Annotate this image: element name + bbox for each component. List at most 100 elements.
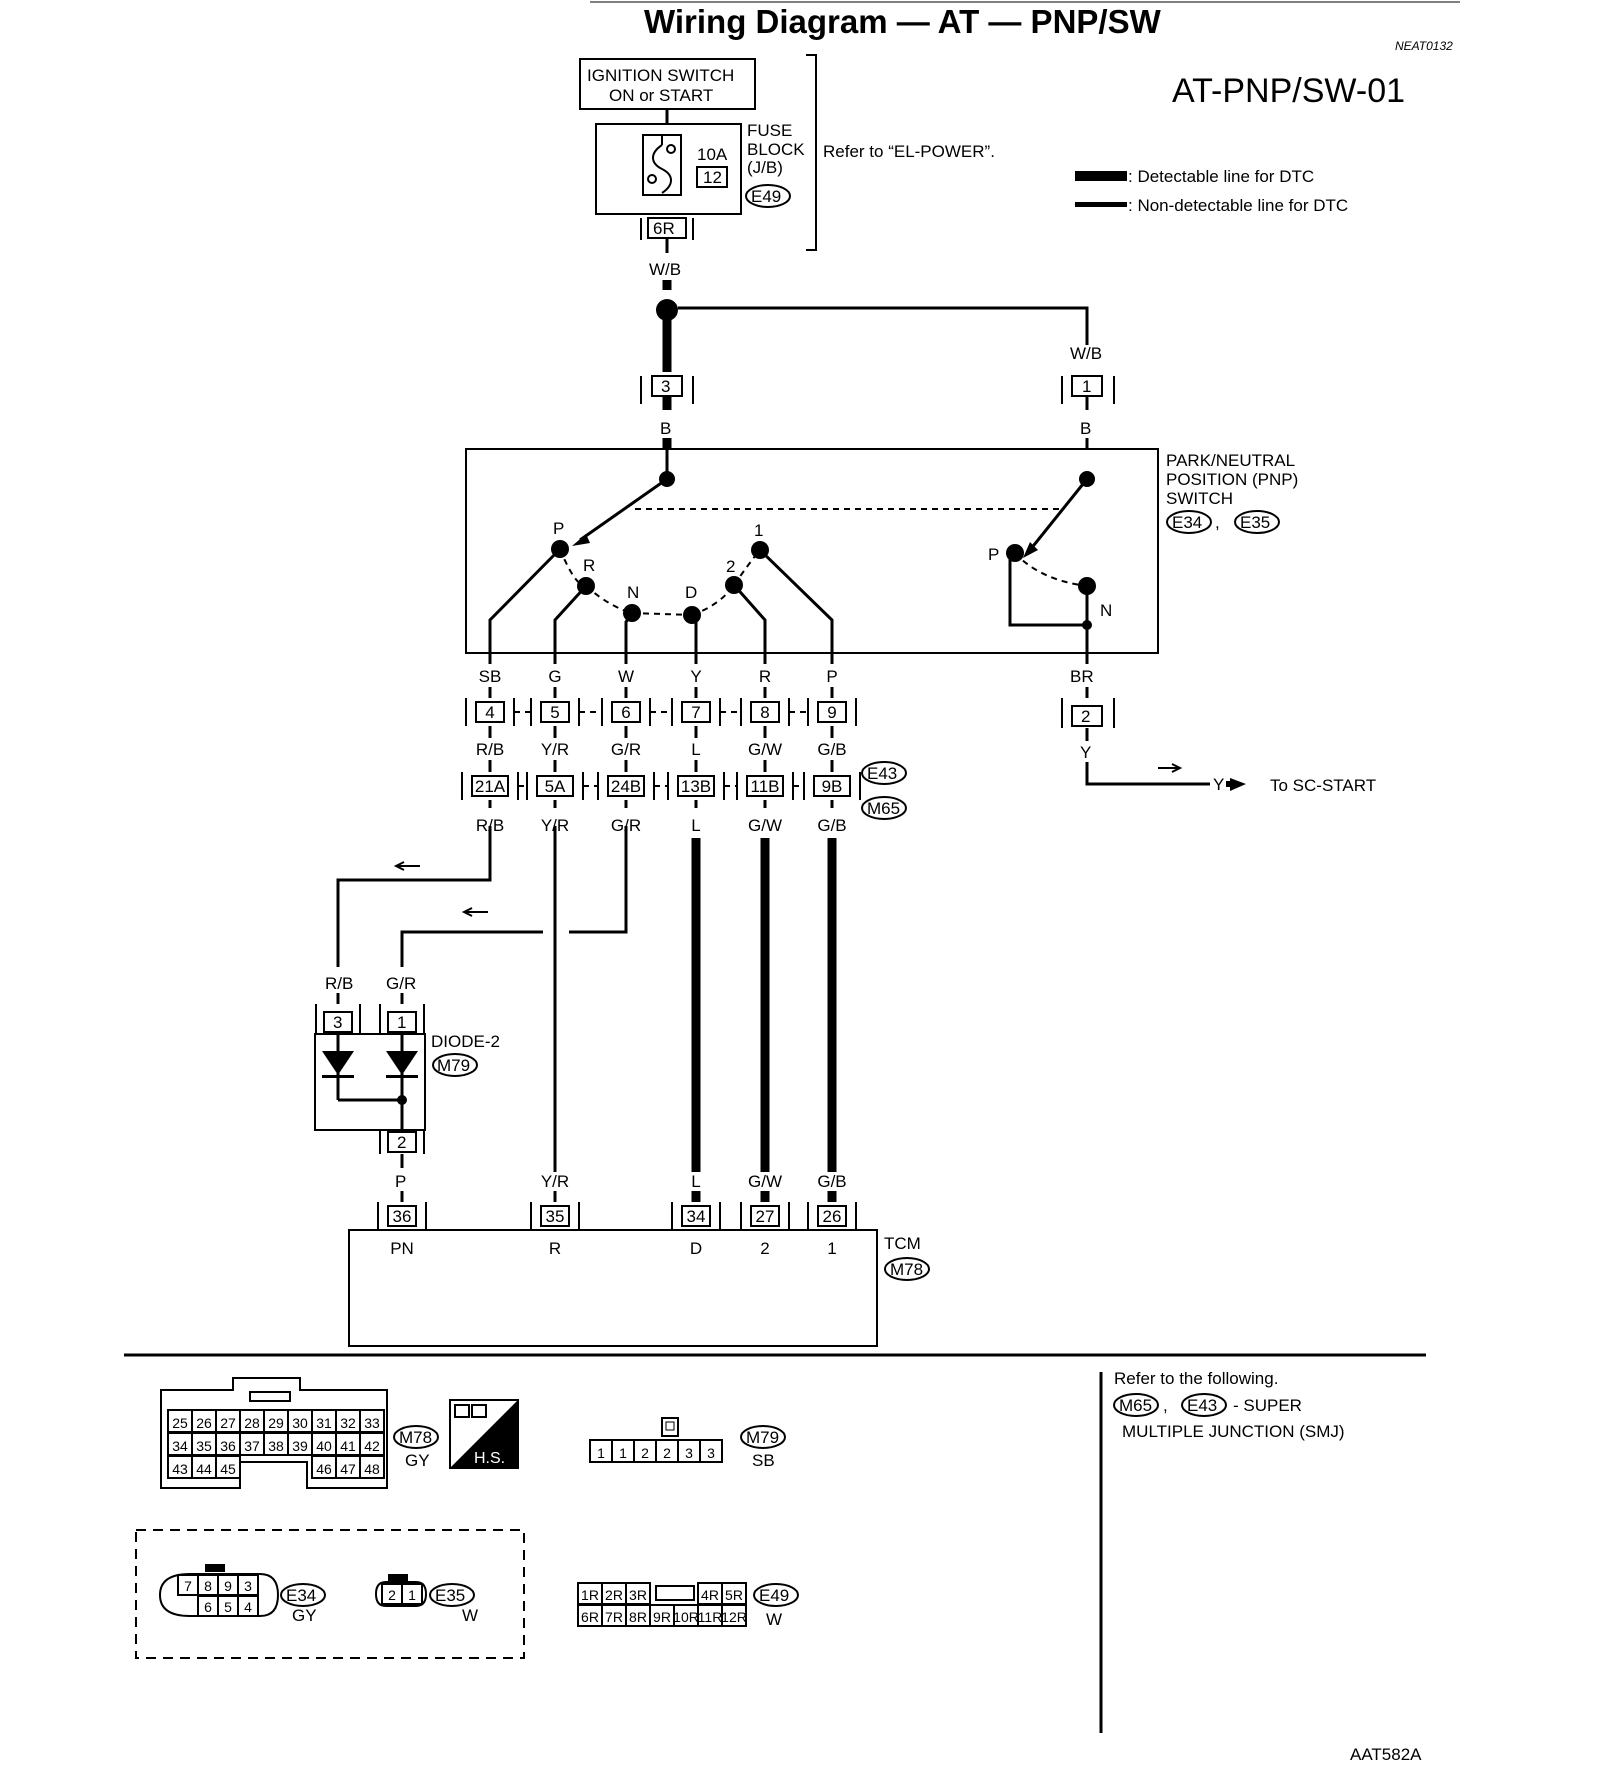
low-wire-5: G/W — [748, 816, 782, 835]
m78-connector-housing — [160, 1377, 388, 1489]
pnp-input-pin-3: 3 — [661, 377, 670, 396]
smj-pin-21A: 21A — [475, 777, 506, 796]
diagram-code: NEAT0132 — [1395, 39, 1453, 53]
m78-pin-26: 26 — [196, 1415, 212, 1431]
figure-id: AAT582A — [1350, 1745, 1422, 1764]
wire-br: BR — [1070, 667, 1094, 686]
fuse-block-connector: E49 — [751, 187, 781, 206]
wire-w-b-fuse: W/B — [649, 260, 681, 279]
e34-pin-3: 3 — [244, 1578, 252, 1594]
fuse-block-label-2: BLOCK — [747, 140, 805, 159]
m79-pin-1: 1 — [597, 1445, 605, 1461]
wire-b-right: B — [1080, 419, 1091, 438]
e34-pin-8: 8 — [204, 1578, 212, 1594]
fuse-block-label-3: (J/B) — [747, 158, 783, 177]
e49-pin-11R: 11R — [698, 1609, 723, 1625]
e34-pin-6: 6 — [204, 1599, 212, 1615]
e49-pin-6R: 6R — [581, 1609, 599, 1625]
m78-pin-47: 47 — [340, 1461, 356, 1477]
m78-pin-29: 29 — [268, 1415, 284, 1431]
refer-conn-m65: M65 — [1119, 1396, 1152, 1415]
tcm-box — [348, 1229, 878, 1347]
m79-pin-3: 3 — [685, 1445, 693, 1461]
m78-pin-35: 35 — [196, 1438, 212, 1454]
el-power-bracket — [806, 54, 817, 251]
refer-note-line3: MULTIPLE JUNCTION (SMJ) — [1122, 1422, 1345, 1441]
tcm-wire-26: G/B — [817, 1172, 846, 1191]
m78-pin-25: 25 — [172, 1415, 188, 1431]
tcm-pin-35: 35 — [546, 1207, 565, 1226]
tcm-wire-27: G/W — [748, 1172, 782, 1191]
pos-label-r: R — [583, 556, 595, 575]
smj-pin-13B: 13B — [681, 777, 711, 796]
e34-pin-5: 5 — [224, 1599, 232, 1615]
e35-color: W — [462, 1606, 478, 1625]
e34-connector-housing — [158, 1573, 280, 1617]
diode-pin-3: 3 — [333, 1013, 342, 1032]
smj-connector-m65: M65 — [867, 799, 900, 818]
e49-pin-3R: 3R — [629, 1587, 647, 1603]
e49-name: E49 — [759, 1586, 789, 1605]
harness-side-label: H.S. — [474, 1450, 505, 1467]
diode-wire-a: R/B — [325, 974, 353, 993]
tcm-pin-34: 34 — [687, 1207, 706, 1226]
m78-pin-46: 46 — [316, 1461, 332, 1477]
mid-wire-3: G/R — [611, 740, 641, 759]
refer-conn-e43: E43 — [1187, 1396, 1217, 1415]
e34-pin-9: 9 — [224, 1578, 232, 1594]
switch-wire-6: P — [826, 667, 837, 686]
pnp-switch-name-2: POSITION (PNP) — [1166, 470, 1298, 489]
diode-pin-1: 1 — [397, 1013, 406, 1032]
m78-pin-43: 43 — [172, 1461, 188, 1477]
diode-wire-b: G/R — [386, 974, 416, 993]
switch-wire-3: W — [618, 667, 634, 686]
legend-non-detectable-label: : Non-detectable line for DTC — [1128, 196, 1348, 215]
e35-connector-housing — [374, 1581, 428, 1607]
m78-pin-44: 44 — [196, 1461, 212, 1477]
pnp-output-pin-2: 2 — [1081, 707, 1090, 726]
diode-pin-2: 2 — [397, 1133, 406, 1152]
direction-arrow-left-2 — [461, 907, 488, 917]
m78-pin-37: 37 — [244, 1438, 260, 1454]
m78-pin-39: 39 — [292, 1438, 308, 1454]
pnp-switch-box — [465, 448, 1159, 654]
m79-pin-2: 2 — [663, 1445, 671, 1461]
switch-wire-4: Y — [690, 667, 701, 686]
pos-label-1: 1 — [754, 521, 763, 540]
direction-arrow-left-1 — [393, 861, 420, 871]
m78-color: GY — [405, 1451, 430, 1470]
m78-pin-28: 28 — [244, 1415, 260, 1431]
diode-box — [314, 1033, 426, 1131]
pos-label-n: N — [627, 583, 639, 602]
m79-pin-2: 2 — [641, 1445, 649, 1461]
tcm-pin-label-26: 1 — [827, 1239, 836, 1258]
pos-label-p: P — [553, 519, 564, 538]
m78-name: M78 — [399, 1428, 432, 1447]
wire-b-left: B — [660, 419, 671, 438]
tcm-name: TCM — [884, 1234, 921, 1253]
m79-color: SB — [752, 1451, 775, 1470]
mid-wire-6: G/B — [817, 740, 846, 759]
m78-pin-48: 48 — [364, 1461, 380, 1477]
el-power-reference: Refer to “EL-POWER”. — [823, 142, 995, 161]
e35-pin-2: 2 — [388, 1587, 396, 1603]
arrow-to-sc-start — [1230, 778, 1246, 791]
low-wire-3: G/R — [611, 816, 641, 835]
e49-pin-8R: 8R — [629, 1609, 647, 1625]
diode-wire-out: P — [395, 1172, 406, 1191]
m78-pin-36: 36 — [220, 1438, 236, 1454]
e49-pin-12R: 12R — [721, 1609, 747, 1625]
diode-symbol-1 — [322, 1051, 354, 1075]
e49-pin-5R: 5R — [725, 1587, 743, 1603]
diode-symbol-2 — [386, 1051, 418, 1075]
smj-pin-11B: 11B — [751, 777, 780, 796]
pos-label-right-p: P — [988, 545, 999, 564]
switch-pin-7: 7 — [691, 703, 700, 722]
fuse-pin: 6R — [653, 219, 675, 238]
fuse-amp: 10A — [697, 145, 728, 164]
m78-pin-31: 31 — [316, 1415, 332, 1431]
